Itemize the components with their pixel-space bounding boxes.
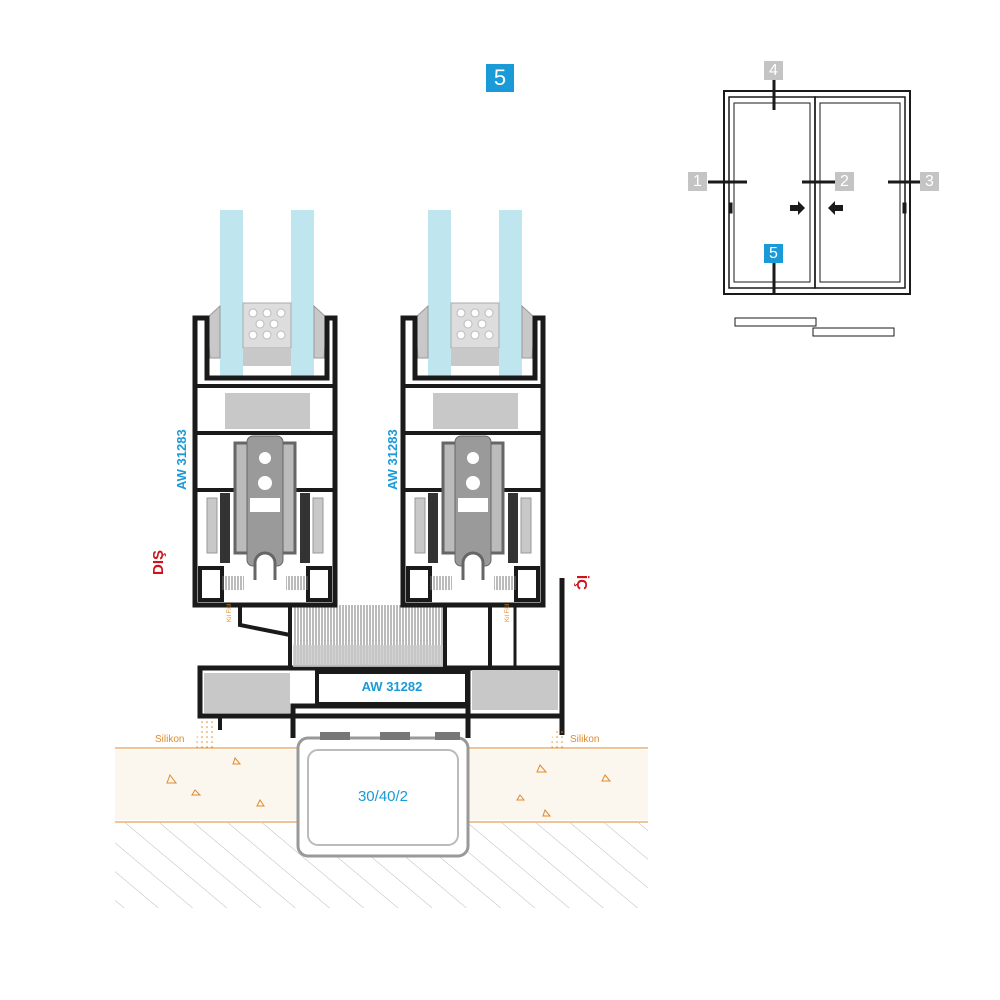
tube-label: 30/40/2 [357, 788, 409, 805]
inside-label: İÇ [573, 575, 590, 590]
key-marker-3[interactable]: 3 [920, 172, 939, 191]
left-sash [195, 210, 335, 605]
silicone-label-left: Silikon [155, 734, 185, 745]
screed-aggregate [166, 756, 612, 817]
brush-seal-label-right: Kıl Fitil [505, 604, 511, 622]
steel-tube [296, 732, 470, 858]
key-marker-2[interactable]: 2 [835, 172, 854, 191]
sash-profile-label-left: AW 31283 [174, 429, 189, 490]
silicone-left [196, 720, 215, 750]
key-marker-1[interactable]: 1 [688, 172, 707, 191]
silicone-label-right: Silikon [570, 734, 600, 745]
silicone-right [551, 728, 565, 750]
key-plan [708, 80, 920, 337]
key-marker-4[interactable]: 4 [764, 61, 783, 80]
section-badge: 5 [486, 64, 514, 92]
arrow-right-icon [790, 201, 805, 215]
sash-profile-label-right: AW 31283 [385, 429, 400, 490]
key-marker-5[interactable]: 5 [764, 244, 783, 263]
outside-label: DIŞ [150, 549, 167, 575]
frame-profile-label: AW 31282 [361, 679, 423, 694]
brush-seal-label-left: Kıl Fitil [227, 604, 233, 622]
frame-profile [197, 578, 565, 738]
arrow-left-icon [828, 201, 843, 215]
right-sash [403, 210, 543, 605]
